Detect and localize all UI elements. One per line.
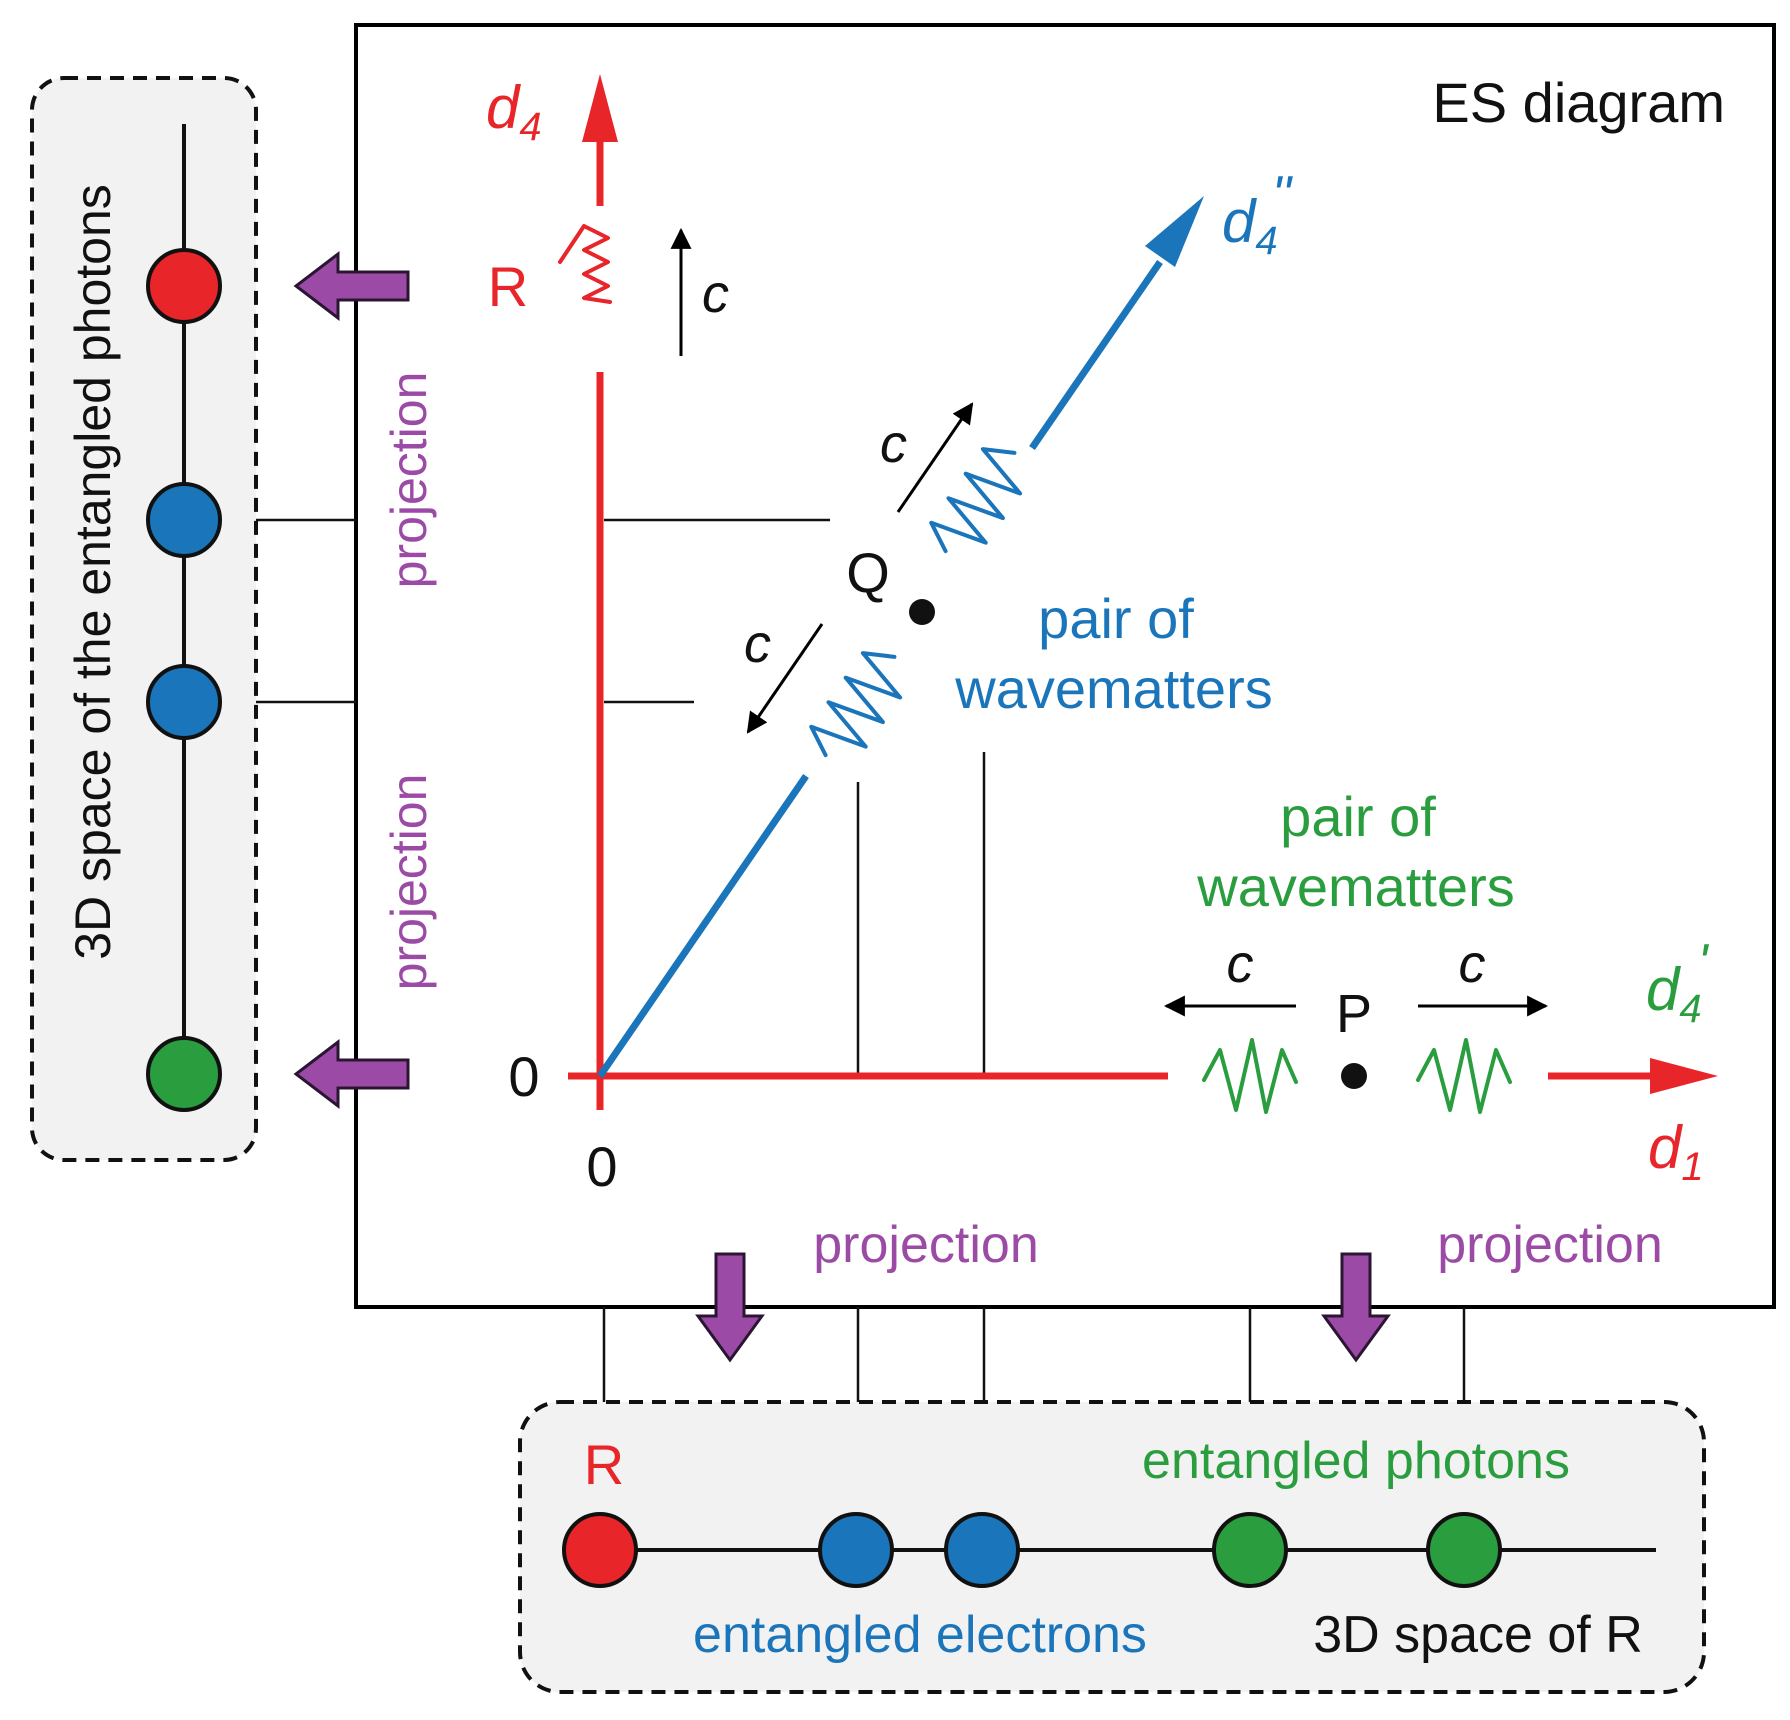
bottom-entangled-photons-label: entangled photons	[1142, 1432, 1570, 1490]
bottom-green-dot-2	[1426, 1512, 1502, 1588]
projection-label-bottom-right: projection	[1437, 1216, 1662, 1274]
bottom-blue-dot-1	[818, 1512, 894, 1588]
es-diagram-frame	[354, 23, 1776, 1309]
q-speed-arrow-down	[746, 623, 824, 734]
origin-label-y: 0	[508, 1045, 539, 1108]
blue-pair-label-line1: pair of	[1038, 587, 1194, 650]
green-wave-right	[1416, 1038, 1512, 1114]
bottom-space-of-r-label: 3D space of R	[1313, 1606, 1643, 1664]
blue-pair-label-line2: wavematters	[954, 657, 1272, 720]
d1-axis-label: d1	[1648, 1114, 1704, 1189]
green-wave-left	[1202, 1038, 1298, 1114]
blue-wave-lower	[809, 651, 903, 758]
left-red-dot	[146, 248, 222, 324]
r-wave	[558, 224, 612, 304]
d4-double-prime-axis-label: d4''	[1222, 166, 1294, 263]
d4dd-axis-arrowhead	[1145, 196, 1204, 267]
projection-label-left-lower: projection	[381, 774, 437, 991]
q-speed-label-down: c	[744, 614, 771, 674]
blue-wave-upper	[929, 447, 1023, 554]
q-speed-arrow-up	[896, 402, 974, 513]
left-box-title: 3D space of the entangled photons	[65, 184, 121, 960]
point-q-dot	[909, 599, 935, 625]
d4dd-axis-upper	[1029, 260, 1163, 450]
bottom-red-dot	[562, 1512, 638, 1588]
bottom-blue-dot-2	[944, 1512, 1020, 1588]
origin-label-x: 0	[586, 1135, 617, 1198]
green-pair-label-line2: wavematters	[1196, 855, 1514, 918]
d4dd-axis-lower	[597, 774, 809, 1078]
point-q-label: Q	[846, 541, 890, 604]
bottom-green-dot-1	[1212, 1512, 1288, 1588]
left-blue-dot-upper	[146, 482, 222, 558]
green-pair-label-line1: pair of	[1280, 785, 1436, 848]
q-speed-label-up: c	[880, 414, 907, 474]
bottom-projection-arrow-right	[1321, 1252, 1391, 1363]
bottom-space-box	[518, 1400, 1706, 1694]
left-projection-arrow-lower	[293, 1038, 410, 1110]
projection-label-left-upper: projection	[381, 372, 437, 589]
left-green-dot	[146, 1036, 222, 1112]
d4-prime-axis-label: d4'	[1646, 934, 1710, 1031]
left-space-box	[30, 76, 258, 1162]
bottom-entangled-electrons-label: entangled electrons	[693, 1606, 1147, 1664]
d1-axis-arrowhead	[1650, 1058, 1718, 1094]
p-speed-label-left: c	[1227, 934, 1254, 994]
point-r-label: R	[488, 255, 528, 318]
diagram-title: ES diagram	[1432, 71, 1725, 134]
p-speed-label-right: c	[1459, 934, 1486, 994]
bottom-r-label: R	[584, 1433, 624, 1496]
r-speed-label: c	[702, 264, 729, 324]
projection-label-bottom-left: projection	[813, 1216, 1038, 1274]
point-p-label: P	[1336, 984, 1372, 1044]
d4-axis-arrowhead	[582, 74, 618, 142]
d4-axis-label: d4	[486, 74, 542, 149]
left-blue-dot-lower	[146, 664, 222, 740]
point-p-dot	[1341, 1063, 1367, 1089]
bottom-projection-arrow-left	[695, 1252, 765, 1363]
left-projection-arrow-upper	[293, 250, 410, 322]
